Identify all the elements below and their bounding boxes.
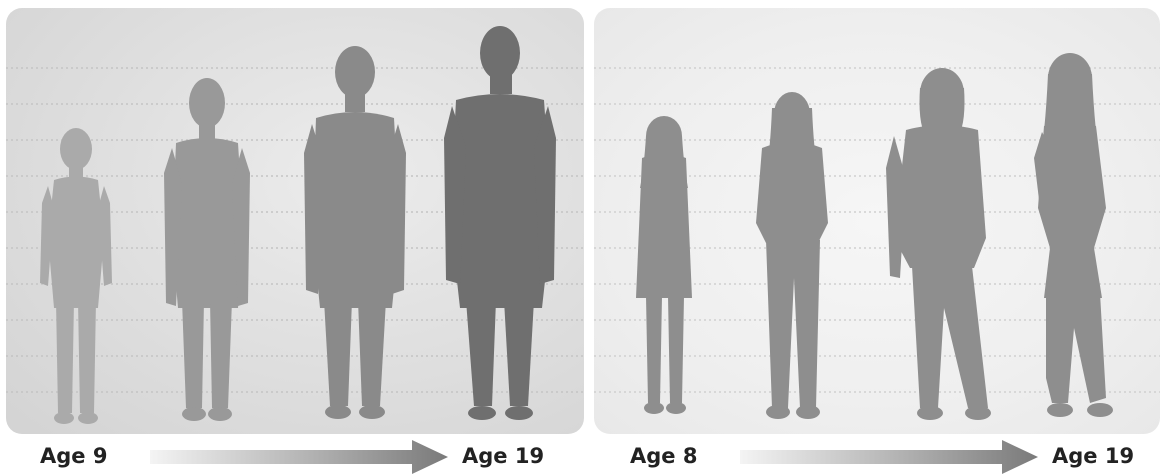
progress-arrow-right: [740, 440, 1040, 474]
girl-growth-illustration: [594, 8, 1160, 434]
boy-growth-panel: [6, 8, 584, 434]
start-age-label-left: Age 9: [40, 444, 107, 468]
end-age-label-left: Age 19: [462, 444, 544, 468]
girl-silhouette-teen-2: [886, 68, 991, 420]
woman-silhouette-age-19: [1034, 53, 1113, 417]
boy-growth-illustration: [6, 8, 584, 434]
girl-growth-panel: [594, 8, 1160, 434]
boy-silhouette-teen-1: [164, 78, 250, 421]
boy-silhouette-age-9: [40, 128, 112, 424]
girl-silhouette-age-8: [636, 116, 692, 414]
progress-arrow-left: [150, 440, 450, 474]
boy-silhouette-teen-2: [304, 46, 406, 419]
end-age-label-right: Age 19: [1052, 444, 1134, 468]
start-age-label-right: Age 8: [630, 444, 697, 468]
man-silhouette-age-19: [444, 26, 556, 420]
girl-silhouette-teen-1: [756, 92, 828, 419]
